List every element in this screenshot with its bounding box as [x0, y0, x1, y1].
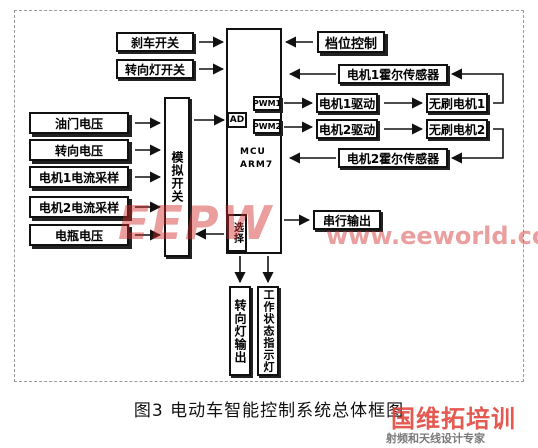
pwm1-box: PWM1 [253, 96, 281, 111]
bldc1-box: 无刷电机1 [426, 93, 488, 113]
turn-light-switch-box: 转向灯开关 [116, 59, 194, 79]
select-box: 选择 [227, 214, 247, 252]
status-indicator-box: 工作状态指示灯 [257, 286, 279, 376]
mcu-label-line2: ARM7 [240, 160, 274, 170]
motor2-current-box: 电机2电流采样 [29, 196, 129, 218]
battery-voltage-box: 电瓶电压 [29, 224, 129, 246]
ad-box: AD [227, 112, 247, 128]
diagram-frame [14, 10, 524, 382]
throttle-voltage-box: 油门电压 [29, 112, 129, 134]
motor2-hall-box: 电机2霍尔传感器 [338, 148, 448, 168]
status-indicator-label: 工作状态指示灯 [262, 289, 275, 373]
line-bldc2-hall2 [450, 128, 504, 164]
motor1-hall-box: 电机1霍尔传感器 [338, 64, 448, 84]
motor1-current-box: 电机1电流采样 [29, 166, 129, 188]
line-bldc1-hall1 [450, 68, 504, 104]
mcu-label-line1: MCU [240, 147, 266, 157]
corner-brand-title: 国维拓培训 [391, 405, 516, 433]
watermark-logo: EEPW [118, 196, 274, 250]
turn-light-output-box: 转向灯输出 [229, 286, 251, 376]
motor2-driver-box: 电机2驱动 [316, 119, 378, 139]
figure-caption: 图3 电动车智能控制系统总体框图 [133, 401, 405, 421]
brake-switch-box: 刹车开关 [116, 32, 194, 52]
serial-output-box: 串行输出 [313, 210, 381, 230]
turn-voltage-box: 转向电压 [29, 139, 129, 161]
turn-light-output-label: 转向灯输出 [233, 298, 247, 364]
select-label: 选择 [231, 222, 243, 244]
pwm2-box: PWM2 [253, 119, 281, 134]
motor1-driver-box: 电机1驱动 [316, 93, 378, 113]
bldc2-box: 无刷电机2 [426, 119, 488, 139]
analog-switch-label: 模拟开关 [170, 151, 184, 203]
analog-switch-box: 模拟开关 [164, 97, 190, 257]
watermark-site: www.eeworld.com.cn [326, 222, 538, 250]
corner-brand-subtitle: 射频和天线设计专家 [386, 432, 485, 445]
gear-control-box: 档位控制 [317, 31, 385, 53]
